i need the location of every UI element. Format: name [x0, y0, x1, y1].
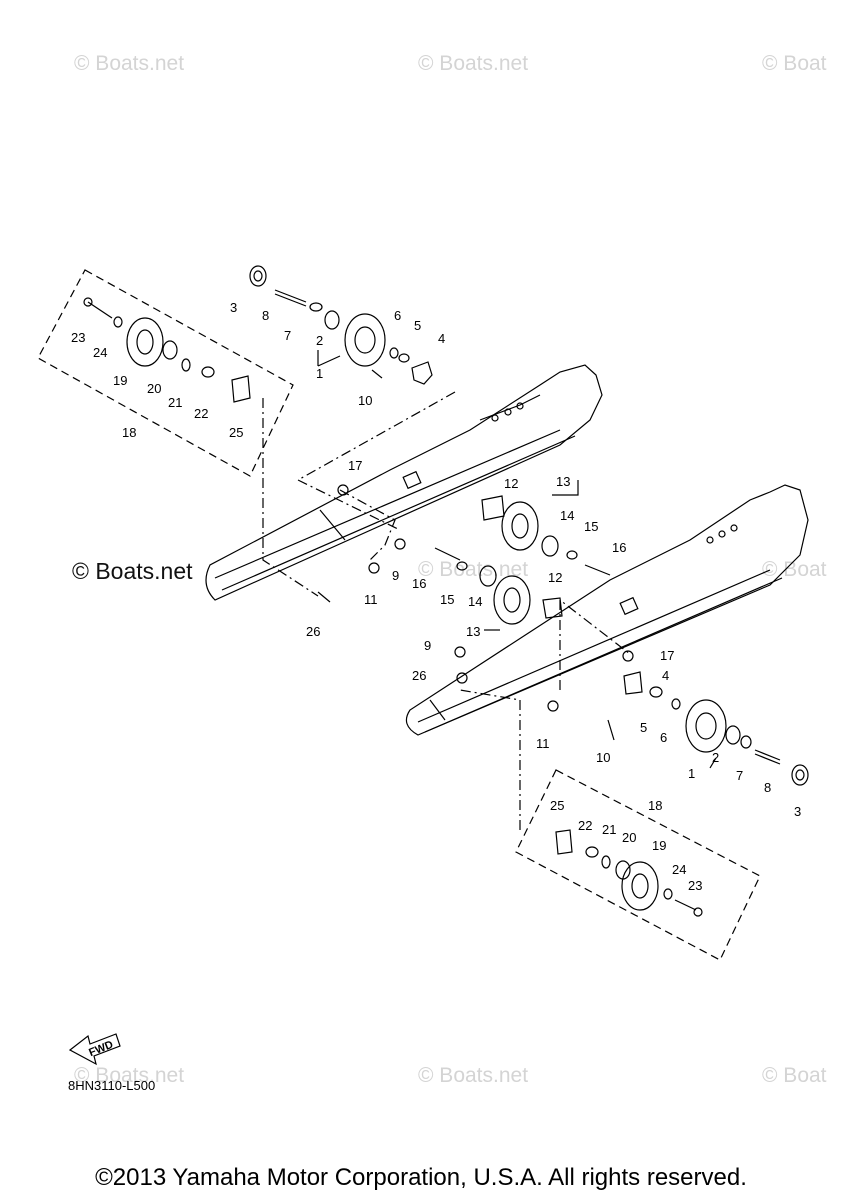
callout-15: 15 [584, 519, 598, 534]
callout-16b: 16 [412, 576, 426, 591]
watermark-bottom-center: © Boats.net [418, 1064, 529, 1087]
callout-9: 9 [392, 568, 399, 583]
callout-10: 10 [358, 393, 372, 408]
callout-14: 14 [560, 508, 574, 523]
callout-21: 21 [168, 395, 182, 410]
callout-7b: 7 [736, 768, 743, 783]
watermark-top-right: © Boat [762, 52, 827, 75]
callout-18: 18 [122, 425, 136, 440]
callout-22b: 22 [578, 818, 592, 833]
callout-24b: 24 [672, 862, 686, 877]
callout-17: 17 [348, 458, 362, 473]
callout-21b: 21 [602, 822, 616, 837]
copyright-notice: ©2013 Yamaha Motor Corporation, U.S.A. A… [95, 1164, 747, 1191]
callout-20: 20 [147, 381, 161, 396]
callout-6: 6 [394, 308, 401, 323]
callout-7: 7 [284, 328, 291, 343]
callout-24: 24 [93, 345, 107, 360]
watermark-top-left: © Boats.net [74, 52, 185, 75]
callout-5: 5 [414, 318, 421, 333]
callout-12: 12 [504, 476, 518, 491]
callout-11: 11 [364, 592, 378, 607]
callout-3b: 3 [794, 804, 801, 819]
callout-4b: 4 [662, 668, 669, 683]
callout-22: 22 [194, 406, 208, 421]
callout-labels: 3 8 7 2 1 6 5 4 10 23 24 19 20 21 22 25 … [71, 300, 801, 893]
callout-16: 16 [612, 540, 626, 555]
callout-26b: 26 [412, 668, 426, 683]
callout-8b: 8 [764, 780, 771, 795]
callout-8: 8 [262, 308, 269, 323]
callout-26: 26 [306, 624, 320, 639]
diagram-code: 8HN3110-L500 [68, 1078, 156, 1093]
watermark-top-center: © Boats.net [418, 52, 529, 75]
callout-6b: 6 [660, 730, 667, 745]
callout-1: 1 [316, 366, 323, 381]
callout-2: 2 [316, 333, 323, 348]
kit-box-upper [37, 269, 294, 477]
callout-20b: 20 [622, 830, 636, 845]
callout-13: 13 [556, 474, 570, 489]
callout-10b: 10 [596, 750, 610, 765]
callout-25: 25 [229, 425, 243, 440]
callout-5b: 5 [640, 720, 647, 735]
callout-18b: 18 [648, 798, 662, 813]
watermark-mid-center: © Boats.net [418, 558, 529, 581]
callout-3: 3 [230, 300, 237, 315]
callout-23: 23 [71, 330, 85, 345]
callout-2b: 2 [712, 750, 719, 765]
callout-17b: 17 [660, 648, 674, 663]
fwd-label: FWD [87, 1039, 115, 1060]
callout-25b: 25 [550, 798, 564, 813]
callout-4: 4 [438, 331, 445, 346]
callout-12b: 12 [548, 570, 562, 585]
callout-13b: 13 [466, 624, 480, 639]
callout-19b: 19 [652, 838, 666, 853]
callout-14b: 14 [468, 594, 482, 609]
watermark-bottom-right: © Boat [762, 1064, 827, 1087]
watermark-mid-left: © Boats.net [72, 558, 193, 584]
callout-15b: 15 [440, 592, 454, 607]
callout-23b: 23 [688, 878, 702, 893]
callout-1b: 1 [688, 766, 695, 781]
watermark-mid-right: © Boat [762, 558, 827, 581]
fwd-arrow-outline [68, 1033, 121, 1066]
callout-9b: 9 [424, 638, 431, 653]
callout-11b: 11 [536, 736, 550, 751]
watermark-bottom-left: © Boats.net [74, 1064, 185, 1087]
callout-19: 19 [113, 373, 127, 388]
left-slide-rail [205, 364, 603, 601]
right-slide-rail [405, 484, 809, 736]
